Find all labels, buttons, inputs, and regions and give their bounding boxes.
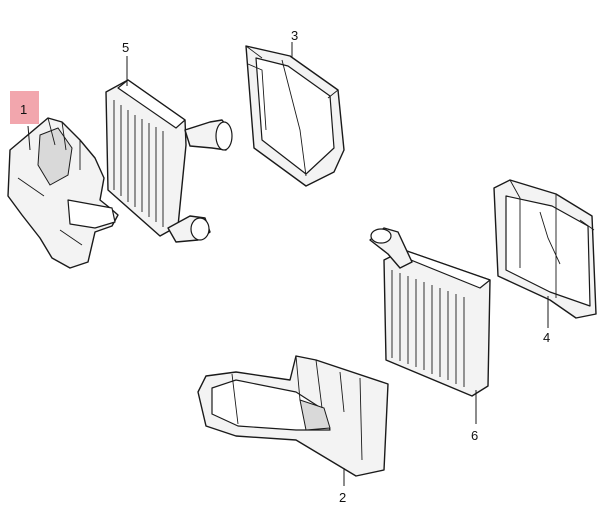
part-5-intercooler[interactable] — [105, 56, 233, 243]
callout-3-number: 3 — [291, 28, 298, 43]
callout-1-number: 1 — [20, 102, 27, 117]
callout-1-highlight — [10, 91, 39, 124]
callout-2-number: 2 — [339, 490, 346, 505]
callout-1-leader — [27, 125, 31, 151]
part-2-air-guide[interactable] — [197, 355, 389, 486]
part-4-shroud[interactable] — [493, 179, 597, 328]
part-3-shroud[interactable] — [245, 42, 345, 187]
callout-4-number: 4 — [543, 330, 550, 345]
callout-6-number: 6 — [471, 428, 478, 443]
callout-5-number: 5 — [122, 40, 129, 55]
part-1-air-duct[interactable] — [7, 117, 119, 269]
part-6-intercooler[interactable] — [369, 227, 491, 424]
